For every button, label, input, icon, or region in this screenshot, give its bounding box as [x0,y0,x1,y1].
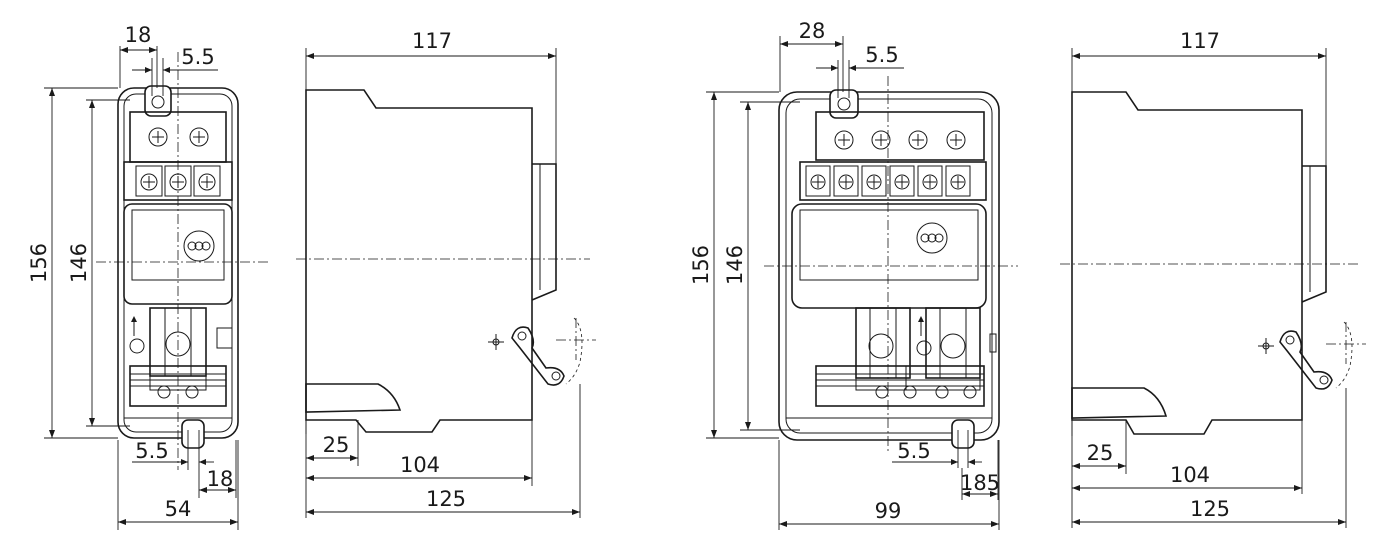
front-view-small: 18 5.5 156 146 5.5 18 [27,23,270,530]
dim-side-total: 125 [426,487,466,511]
dim-side-rail: 25 [323,433,350,457]
dim-top-hole: 5.5 [181,45,214,69]
dim-bottom-width-large: 185 [960,471,1000,495]
dim-outer-height-large: 156 [689,245,713,285]
dim-side-depth: 104 [400,453,440,477]
dim-bottom-hole: 5.5 [135,439,168,463]
front-view-large: 28 5.5 156 146 5.5 185 [689,19,1018,530]
dim-bottom-width: 18 [207,467,234,491]
side-view-large: 117 25 104 125 [1060,29,1366,528]
dim-inner-height: 146 [67,243,91,283]
dim-bottom-hole-large: 5.5 [897,439,930,463]
dim-side-total-large: 125 [1190,497,1230,521]
dim-side-top-large: 117 [1180,29,1220,53]
dim-side-depth-large: 104 [1170,463,1210,487]
dim-inner-height-large: 146 [723,245,747,285]
dim-top-width-large: 28 [799,19,826,43]
dim-side-top: 117 [412,29,452,53]
dim-total-width-large: 99 [875,499,902,523]
dim-side-rail-large: 25 [1087,441,1114,465]
dim-outer-height: 156 [27,243,51,283]
side-view-small: 117 25 104 125 [296,29,596,518]
dim-total-width: 54 [165,497,192,521]
dim-top-hole-large: 5.5 [865,43,898,67]
dim-top-width: 18 [125,23,152,47]
